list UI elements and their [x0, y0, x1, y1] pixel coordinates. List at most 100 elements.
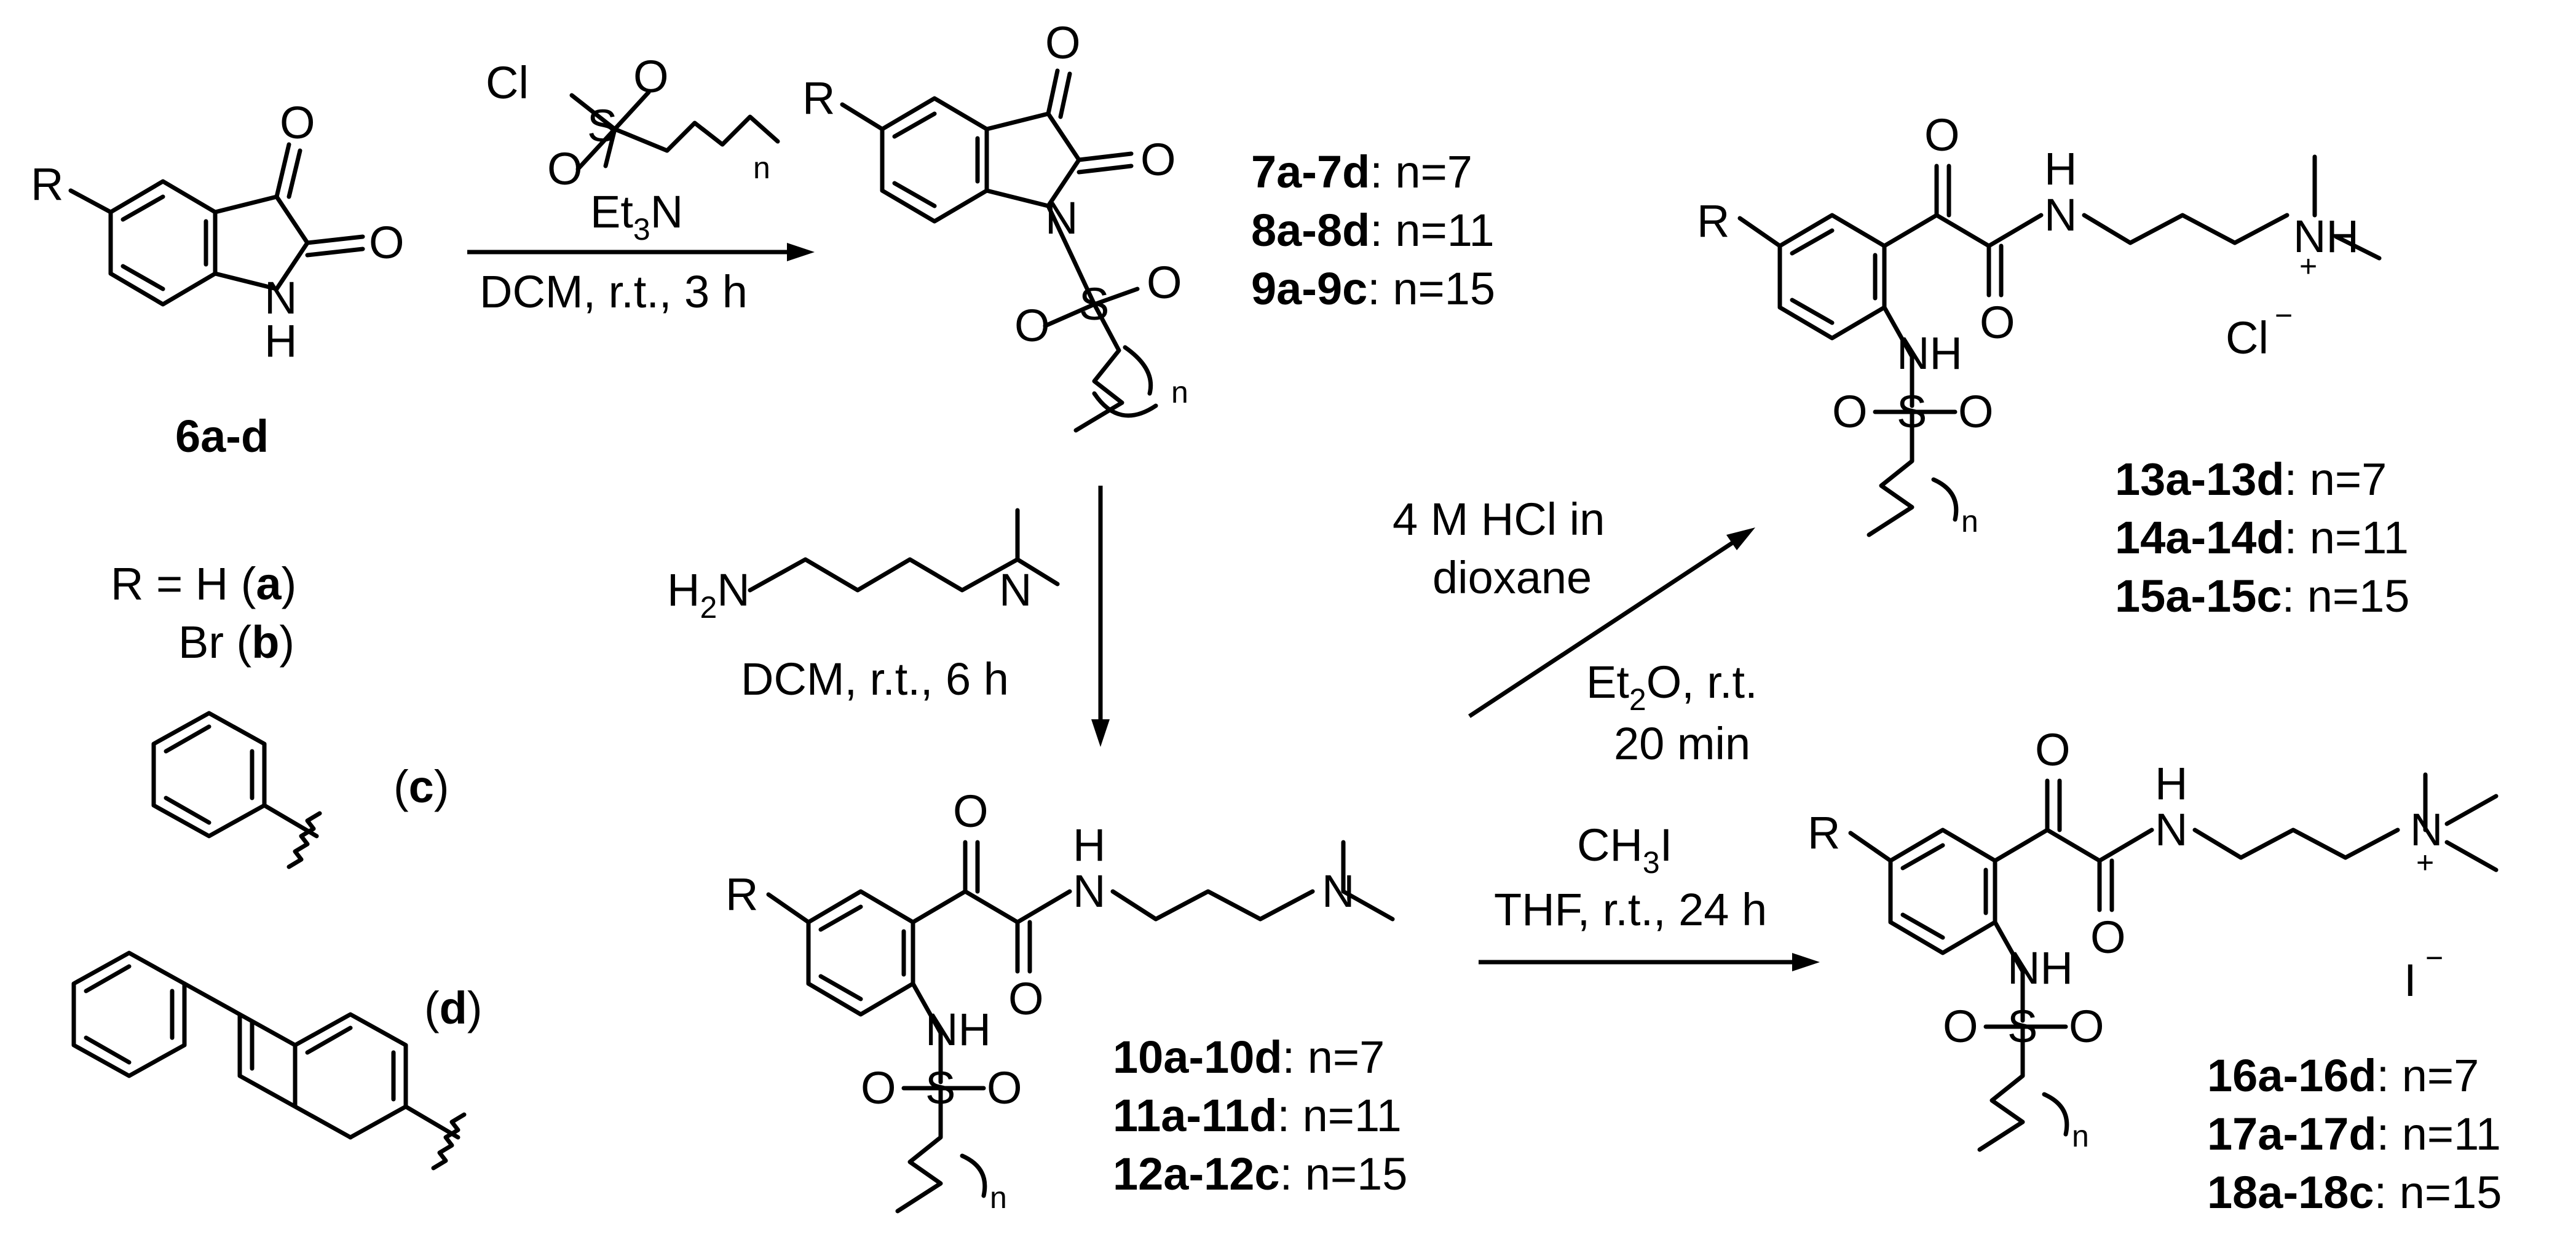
iodide-counterion: I [2404, 955, 2417, 1006]
step4-conditions: THF, r.t., 24 h [1494, 884, 1767, 935]
phenyl-letter: c [409, 761, 434, 812]
svg-text:CH3I: CH3I [1577, 819, 1672, 880]
reagent-sulfur: S [587, 100, 617, 151]
svg-text:Et3N: Et3N [590, 186, 683, 247]
product-12-id: 12a-12c [1113, 1148, 1280, 1199]
reagent-n: n [753, 151, 770, 185]
chain-n: n [1171, 375, 1188, 409]
step3-line2: dioxane [1432, 552, 1592, 603]
product-17-id: 17a-17d [2207, 1108, 2377, 1159]
products-13-15-labels: 13a-13d: n=7 14a-14d: n=11 15a-15c: n=15 [2115, 454, 2409, 622]
biphenyl-group: (d) [71, 950, 483, 1171]
chloride-counterion: Cl [2226, 312, 2269, 363]
svg-text:7a-7d: n=7: 7a-7d: n=7 [1251, 146, 1472, 197]
chain-n: n [1961, 504, 1978, 539]
phenyl-group: (c) [151, 711, 449, 869]
svg-text:18a-18c: n=15: 18a-18c: n=15 [2207, 1167, 2502, 1218]
product-16-id: 16a-16d [2207, 1050, 2377, 1101]
product-11-id: 11a-11d [1113, 1090, 1277, 1141]
amide-nh-h: H [1073, 819, 1105, 871]
reagent-chlorine: Cl [486, 57, 529, 108]
svg-text:11a-11d: n=11: 11a-11d: n=11 [1113, 1090, 1402, 1141]
svg-text:Br (b): Br (b) [178, 617, 294, 668]
sulfonyl-oxygen-1: O [861, 1062, 896, 1113]
compound-16-18: R O O N H N + NH S O O n I − 16a-16d: n=… [1808, 724, 2502, 1218]
product-15-id: 15a-15c [2115, 571, 2282, 622]
compound-10-12: R O O N H N NH S O O n 10a-10d: n=7 11a-… [725, 786, 1407, 1215]
iodide-minus: − [2425, 941, 2443, 975]
svg-text:12a-12c: n=15: 12a-12c: n=15 [1113, 1148, 1407, 1199]
r-substituent: R [1808, 807, 1840, 858]
r-h-letter: a [256, 558, 282, 609]
reagent-oxygen-2: O [547, 143, 583, 194]
sulfonyl-oxygen-2: O [1147, 257, 1182, 308]
amide-oxygen: O [2090, 912, 2126, 963]
svg-text:9a-9c: n=15: 9a-9c: n=15 [1251, 263, 1495, 314]
product-14-id: 14a-14d [2115, 512, 2285, 563]
product-18-id: 18a-18c [2207, 1167, 2374, 1218]
chain-n: n [990, 1180, 1007, 1215]
svg-text:10a-10d: n=7: 10a-10d: n=7 [1113, 1032, 1385, 1083]
svg-text:15a-15c: n=15: 15a-15c: n=15 [2115, 571, 2409, 622]
chain-n: n [2072, 1119, 2089, 1153]
sulfonamide-nh: NH [925, 1004, 991, 1055]
svg-text:13a-13d: n=7: 13a-13d: n=7 [2115, 454, 2387, 505]
sulfonyl-sulfur: S [925, 1062, 955, 1113]
ammonium-plus: + [2416, 845, 2434, 880]
r-substituent: R [31, 159, 63, 210]
sulfonyl-sulfur: S [2007, 1001, 2037, 1052]
compound-6: R O O N H 6a-d [31, 97, 405, 462]
svg-text:8a-8d: n=11: 8a-8d: n=11 [1251, 205, 1495, 256]
compound-7-9: R O O N S O O n 7a-7d: n=7 8a-8d: n=11 9… [802, 17, 1495, 433]
ketone-oxygen: O [2035, 724, 2071, 775]
r-substituent: R [725, 869, 758, 920]
step1-conditions: DCM, r.t., 3 h [480, 266, 748, 317]
sulfonyl-oxygen-1: O [1832, 386, 1868, 437]
product-7-id: 7a-7d [1251, 146, 1370, 197]
amide-oxygen: O [369, 217, 405, 268]
product-13-id: 13a-13d [2115, 454, 2285, 505]
amide-oxygen: O [1140, 134, 1176, 185]
sulfonyl-oxygen-1: O [1943, 1001, 1978, 1052]
chloride-minus: − [2275, 298, 2293, 333]
svg-text:(d): (d) [424, 982, 483, 1033]
dimethylamine-n: N [1322, 866, 1354, 917]
svg-text:Et2O, r.t.: Et2O, r.t. [1586, 657, 1758, 717]
amide-nh-n: N [1073, 866, 1105, 917]
amide-oxygen: O [1980, 297, 2015, 348]
amine-nitrogen: N [999, 564, 1032, 615]
indole-hydrogen: H [264, 315, 297, 366]
sulfonyl-oxygen-2: O [987, 1062, 1022, 1113]
sulfonyl-oxygen-2: O [2069, 1001, 2104, 1052]
svg-text:NH: NH [2293, 211, 2359, 262]
step3-time: 20 min [1614, 718, 1750, 769]
sulfonyl-sulfur: S [1079, 278, 1109, 330]
r-substituent: R [802, 73, 835, 124]
ketone-oxygen: O [280, 97, 315, 148]
product-9-id: 9a-9c [1251, 263, 1367, 314]
svg-text:14a-14d: n=11: 14a-14d: n=11 [2115, 512, 2409, 563]
products-16-18-labels: 16a-16d: n=7 17a-17d: n=11 18a-18c: n=15 [2207, 1050, 2502, 1218]
indole-nitrogen: N [264, 272, 297, 323]
product-8-id: 8a-8d [1251, 205, 1370, 256]
ketone-oxygen: O [953, 786, 989, 837]
ketone-oxygen: O [1924, 109, 1960, 160]
products-7-9-labels: 7a-7d: n=7 8a-8d: n=11 9a-9c: n=15 [1251, 146, 1495, 314]
sulfonamide-nh: NH [2007, 942, 2073, 993]
ammonium-nh: NH [2293, 211, 2359, 262]
step3-reaction-arrow: 4 M HCl in dioxane Et2O, r.t. 20 min [1393, 494, 1758, 769]
amide-oxygen: O [1008, 973, 1044, 1024]
svg-text:(c): (c) [393, 761, 449, 812]
r-group-legend: R = H (a) Br (b) (c) (d) [71, 558, 483, 1171]
sulfonyl-sulfur: S [1897, 386, 1927, 437]
svg-text:17a-17d: n=11: 17a-17d: n=11 [2207, 1108, 2501, 1159]
step1-reaction-arrow: Cl S O O n Et3N DCM, r.t., 3 h [467, 51, 815, 317]
amide-nh-n: N [2044, 189, 2077, 240]
r-br-letter: b [251, 617, 279, 668]
step3-line1: 4 M HCl in [1393, 494, 1605, 545]
compound-label-6: 6a-d [175, 411, 269, 462]
reagent-oxygen-1: O [633, 51, 669, 102]
ketone-oxygen: O [1045, 17, 1081, 68]
products-10-12-labels: 10a-10d: n=7 11a-11d: n=11 12a-12c: n=15 [1113, 1032, 1407, 1199]
